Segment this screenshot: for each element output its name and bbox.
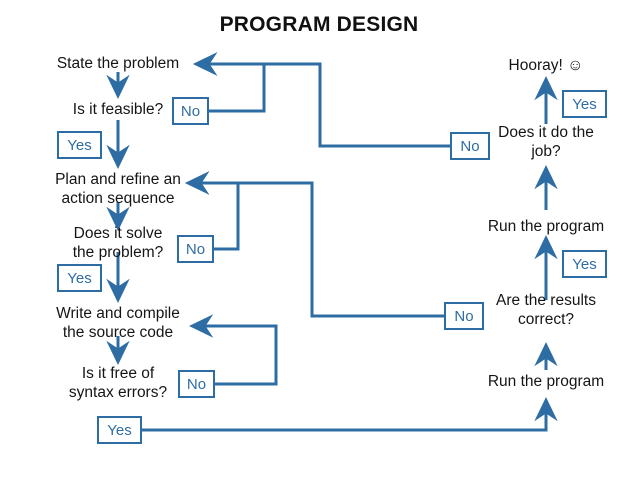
label-job-yes[interactable]: Yes: [562, 90, 607, 118]
node-state-the-problem: State the problem: [56, 55, 180, 72]
edge-syntax-yes: [142, 396, 558, 432]
node-hooray: Hooray! ☺: [490, 56, 602, 75]
node-are-the-results-correct: Are the results correct?: [496, 292, 596, 328]
label-job-no[interactable]: No: [450, 132, 490, 160]
label-solve-no[interactable]: No: [177, 235, 214, 263]
edge-syntax-no: [188, 314, 278, 386]
label-results-yes[interactable]: Yes: [562, 250, 607, 278]
label-syntax-no[interactable]: No: [178, 370, 215, 398]
node-run-the-program-top: Run the program: [487, 218, 605, 235]
label-syntax-yes[interactable]: Yes: [97, 416, 142, 444]
node-run-the-program-bottom: Run the program: [487, 373, 605, 390]
node-is-it-free-of-syntax-errors: Is it free of syntax errors?: [68, 365, 168, 401]
smiley-icon: ☺: [567, 57, 584, 74]
label-solve-yes[interactable]: Yes: [57, 264, 102, 292]
node-is-it-feasible: Is it feasible?: [72, 101, 164, 118]
node-write-and-compile: Write and compile the source code: [56, 305, 180, 341]
edge-results-no: [184, 171, 444, 318]
label-results-no[interactable]: No: [444, 302, 484, 330]
node-does-it-solve: Does it solve the problem?: [72, 225, 164, 261]
page-title: PROGRAM DESIGN: [219, 13, 419, 36]
hooray-text: Hooray!: [508, 57, 563, 74]
node-does-it-do-the-job: Does it do the job?: [498, 124, 594, 160]
node-plan-and-refine: Plan and refine an action sequence: [55, 171, 181, 207]
label-feasible-no[interactable]: No: [172, 97, 209, 125]
label-feasible-yes[interactable]: Yes: [57, 131, 102, 159]
edge-job-no: [192, 52, 450, 148]
